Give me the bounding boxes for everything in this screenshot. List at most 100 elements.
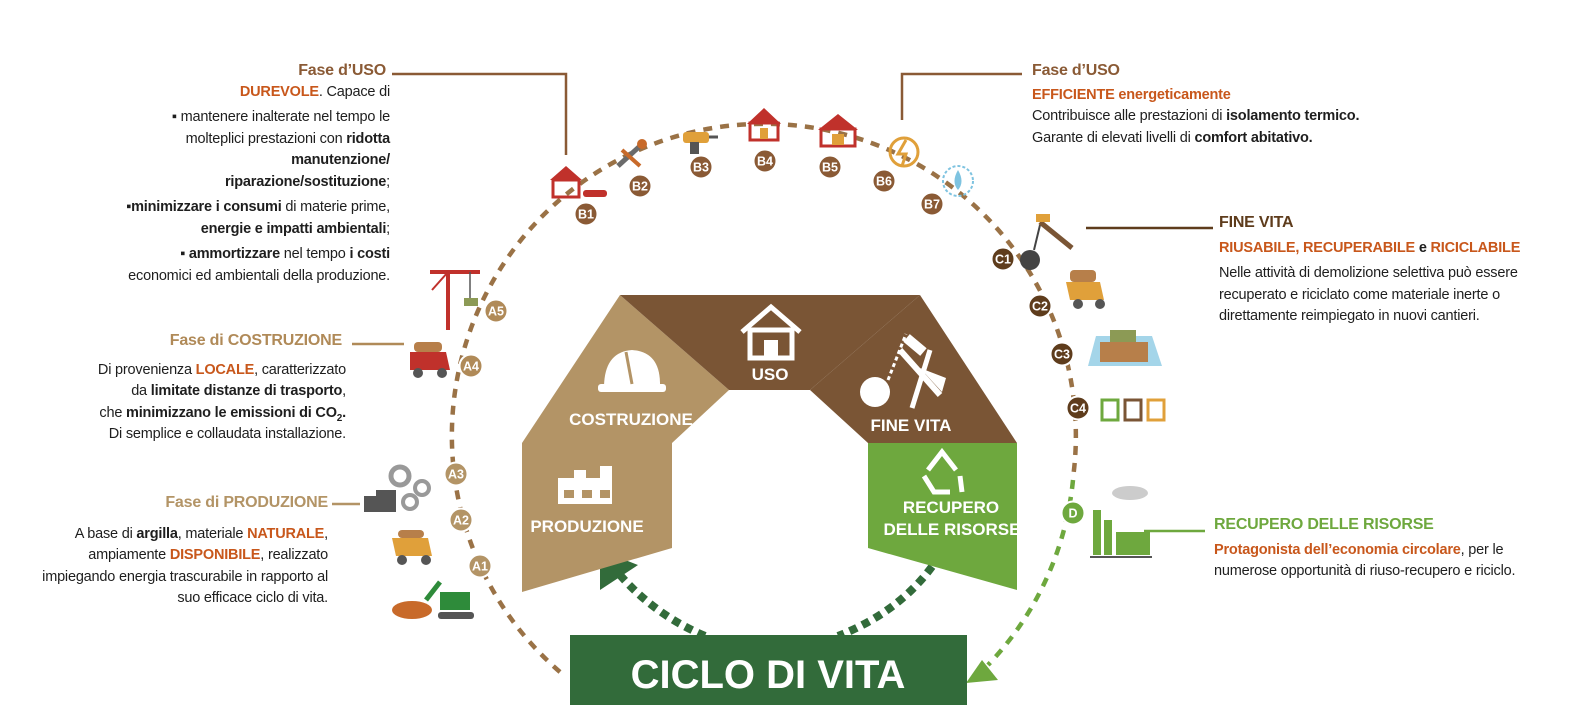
produzione-l1a: A base di [74, 525, 137, 542]
intro-text: . Capace di [318, 83, 390, 100]
fine-vita-keywords: RIUSABILE, RECUPERABILE e RICICLABILE [1219, 238, 1559, 260]
fine-vita-line-3: direttamente reimpiegato in nuovi cantie… [1219, 308, 1480, 324]
produzione-l2c: , realizzato [260, 547, 328, 563]
produzione-line-4: suo efficace ciclo di vita. [177, 590, 328, 606]
step-badge-a2: A2 [448, 507, 474, 533]
riciclabile-keyword: RICICLABILE [1430, 239, 1521, 256]
fase-costruzione-heading: Fase di COSTRUZIONE [169, 332, 342, 349]
bullet-1-line-4-end: ; [386, 173, 390, 190]
gears-factory-icon [364, 464, 431, 512]
step-badge-label: C3 [1054, 348, 1070, 362]
fase-produzione-heading: Fase di PRODUZIONE [165, 494, 328, 511]
step-badge-label: C2 [1032, 300, 1048, 314]
and-text: e [1415, 239, 1431, 256]
bullet-2-line-2-row: energie e impatti ambientali; [40, 219, 390, 241]
factory-icon [558, 466, 612, 504]
hard-hat-icon [598, 350, 666, 392]
bullet-1-line-4: riparazione/sostituzione [224, 173, 387, 190]
step-badge-label: A2 [453, 514, 469, 528]
locale-keyword: LOCALE [195, 361, 255, 378]
stage-label-produzione: PRODUZIONE [530, 517, 643, 536]
naturale-keyword: NATURALE [247, 525, 325, 542]
uso-right-l2b: comfort abitativo. [1194, 129, 1313, 146]
step-badge-b6: B6 [871, 168, 897, 194]
produzione-line-2: ampiamente DISPONIBILE, realizzato [4, 545, 328, 567]
produzione-l1e: , [324, 525, 328, 542]
economia-circolare-keyword: Protagonista dell’economia circolare [1214, 541, 1461, 558]
bullet-2-text: di materie prime, [281, 199, 390, 215]
bullet-1-line-2-row: molteplici prestazioni con ridotta [40, 129, 391, 151]
fine-vita-heading: FINE VITA [1219, 214, 1294, 231]
fase-uso-left-intro: DUREVOLE. Capace di [40, 82, 390, 104]
produzione-line-3: impiegando energia trascurabile in rappo… [42, 568, 328, 585]
house-icon [740, 303, 802, 361]
inner-arrow-left [616, 572, 707, 640]
recupero-block: RECUPERO DELLE RISORSE Protagonista dell… [1214, 514, 1564, 583]
stage-label-costruzione: COSTRUZIONE [569, 410, 693, 429]
inner-arrow-right [836, 552, 944, 640]
step-badge-label: B2 [632, 180, 648, 194]
uso-right-l2a: Garante di elevati livelli di [1032, 129, 1195, 146]
stage-label-fine-vita: FINE VITA [871, 416, 952, 435]
fine-vita-block: FINE VITA RIUSABILE, RECUPERABILE e RICI… [1219, 212, 1559, 328]
argilla-keyword: argilla [136, 525, 178, 542]
dump-truck-a2-icon [392, 530, 432, 565]
bullet-2-bold: minimizzare i consumi [131, 199, 282, 215]
costruzione-l3a: che [99, 404, 127, 421]
bullet-2: ▪minimizzare i consumi di materie prime, [126, 199, 390, 215]
step-badge-label: C1 [995, 253, 1011, 267]
fase-uso-left-heading: Fase d’USO [298, 62, 386, 79]
uso-right-l1b: isolamento termico. [1226, 108, 1360, 124]
recupero-line-2: numerose opportunità di riuso-recupero e… [1214, 563, 1516, 579]
step-badge-label: B6 [876, 175, 892, 189]
step-badge-b5: B5 [817, 154, 843, 180]
ring-arrowhead [966, 660, 998, 683]
step-badge-label: A1 [472, 560, 488, 574]
step-badge-d: D [1060, 500, 1086, 526]
produzione-l1c: , materiale [177, 525, 248, 542]
durevole-keyword: DUREVOLE [239, 83, 319, 100]
step-badge-label: B5 [822, 161, 838, 175]
crane-icon [430, 270, 480, 330]
house-car-icon [550, 166, 607, 199]
house-b4-icon [747, 108, 781, 142]
costruzione-l1c: , caratterizzato [254, 361, 346, 378]
step-badge-label: A3 [448, 468, 464, 482]
step-badge-a1: A1 [467, 553, 493, 579]
stage-label-recupero-1: RECUPERO [903, 498, 999, 517]
bullet-3-bold-b: i costi [349, 246, 391, 262]
costruzione-line-1: Di provenienza LOCALE, caratterizzato [20, 360, 346, 382]
bullet-1: ▪ mantenere inalterate nel tempo le [171, 109, 390, 125]
co2-subscript: 2 [336, 412, 343, 424]
house-b5-icon [818, 114, 858, 148]
step-badge-label: A5 [488, 305, 504, 319]
water-drop-icon [942, 165, 974, 197]
fase-produzione-block: Fase di PRODUZIONE A base di argilla, ma… [4, 492, 328, 610]
step-badge-label: A4 [463, 360, 479, 374]
fase-uso-right-block: Fase d’USO EFFICIENTE energeticamente Co… [1032, 60, 1392, 149]
costruzione-line-3: che minimizzano le emissioni di CO2. [20, 403, 346, 425]
step-badge-a5: A5 [483, 298, 509, 324]
connector-lines [332, 72, 1213, 533]
costruzione-line-2: da limitate distanze di trasporto, [20, 381, 346, 403]
bullet-3-line-2: economici ed ambientali della produzione… [128, 267, 390, 284]
tools-icon [616, 139, 647, 168]
produzione-line-1: A base di argilla, materiale NATURALE, [4, 524, 328, 546]
costruzione-l2b: limitate distanze di trasporto [150, 383, 343, 399]
stage-recupero-block [868, 443, 1017, 590]
step-badge-b4: B4 [752, 148, 778, 174]
bullet-1-line-3: manutenzione/ [291, 152, 390, 168]
efficiente-keyword: EFFICIENTE energeticamente [1032, 86, 1231, 103]
green-factory-icon [1090, 486, 1152, 558]
stage-label-uso: USO [752, 365, 789, 384]
costruzione-l2a: da [131, 383, 151, 399]
drill-icon [683, 132, 718, 154]
bullet-1-line-2: molteplici prestazioni con [185, 130, 343, 147]
excavator-icon [392, 580, 474, 619]
costruzione-line-4: Di semplice e collaudata installazione. [108, 426, 346, 442]
costruzione-l2c: , [342, 383, 346, 399]
bullet-1-line-4-row: riparazione/sostituzione; [40, 172, 390, 194]
recycle-icon [921, 447, 965, 495]
recupero-heading: RECUPERO DELLE RISORSE [1214, 516, 1434, 533]
